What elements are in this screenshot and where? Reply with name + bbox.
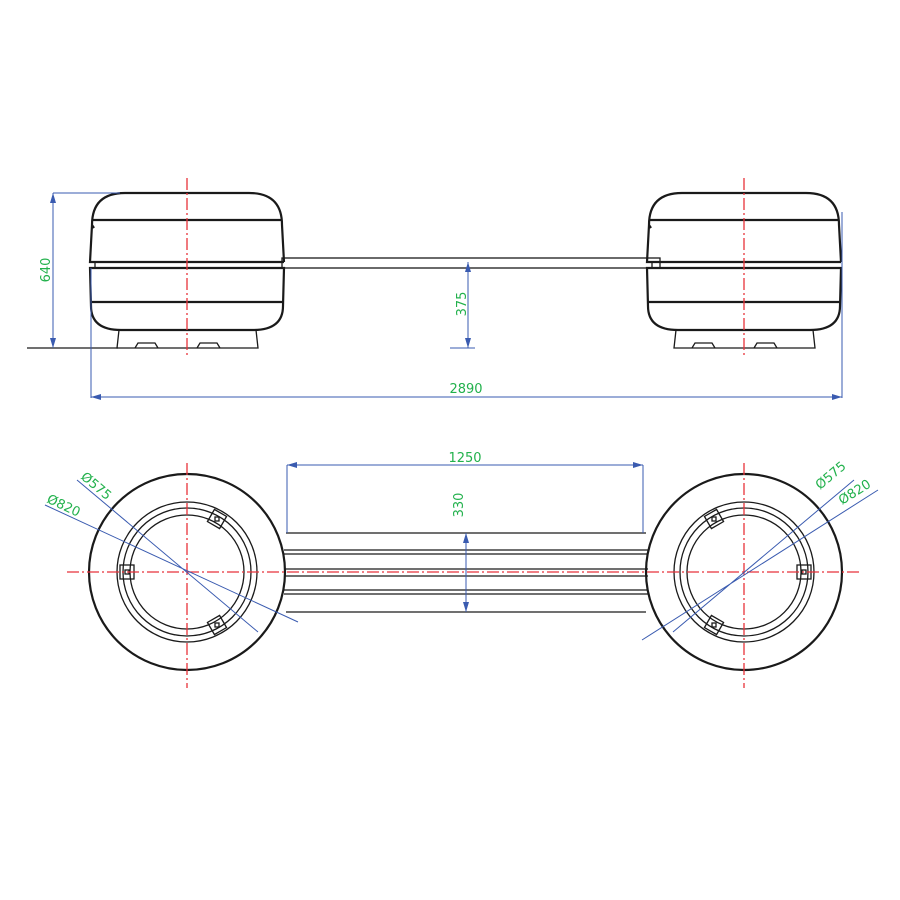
seat-height-dimension: 375	[455, 292, 470, 317]
side-view: 640 375 2890	[27, 178, 843, 400]
slat-width-dimension: 330	[452, 493, 467, 518]
span-dimension: 1250	[448, 451, 481, 466]
top-view: 1250 330 Ø575 Ø820 Ø575 Ø820	[44, 451, 879, 688]
right-outer-diameter: Ø820	[836, 477, 874, 508]
left-inner-diameter: Ø575	[77, 470, 113, 504]
height-dimension: 640	[39, 258, 54, 283]
left-outer-diameter: Ø820	[44, 492, 82, 520]
total-length-dimension: 2890	[449, 382, 482, 397]
bench-slat-side	[281, 257, 661, 269]
mounting-brackets	[119, 508, 812, 636]
